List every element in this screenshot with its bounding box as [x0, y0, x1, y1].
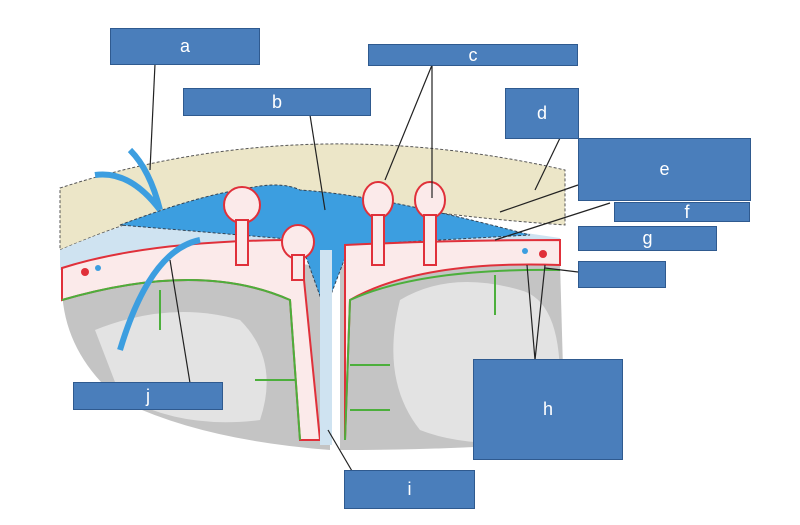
leader-lines [149, 63, 611, 472]
label-box-d[interactable]: d [505, 88, 579, 139]
label-box-c[interactable]: c [368, 44, 578, 66]
vein [522, 248, 528, 254]
label-box-i[interactable]: i [344, 470, 475, 509]
label-box-j[interactable]: j [73, 382, 223, 410]
label-box-blank[interactable] [578, 261, 666, 288]
falx-cerebri [320, 250, 332, 445]
vein [95, 265, 101, 271]
pia-mater [344, 268, 561, 441]
label-box-b[interactable]: b [183, 88, 371, 116]
cerebral-vein [117, 237, 201, 351]
artery [81, 268, 89, 276]
label-box-g[interactable]: g [578, 226, 717, 251]
label-box-f[interactable]: f [614, 202, 750, 222]
label-box-e[interactable]: e [578, 138, 751, 201]
subarachnoid-space [344, 238, 561, 441]
artery [539, 250, 547, 258]
label-f-text: f [684, 202, 690, 222]
label-box-a[interactable]: a [110, 28, 260, 65]
label-box-h[interactable]: h [473, 359, 623, 460]
pia-mater [61, 279, 301, 441]
bridging-vein [94, 147, 163, 212]
arachnoid-granulations [223, 181, 446, 281]
pia-vessel [159, 275, 496, 411]
